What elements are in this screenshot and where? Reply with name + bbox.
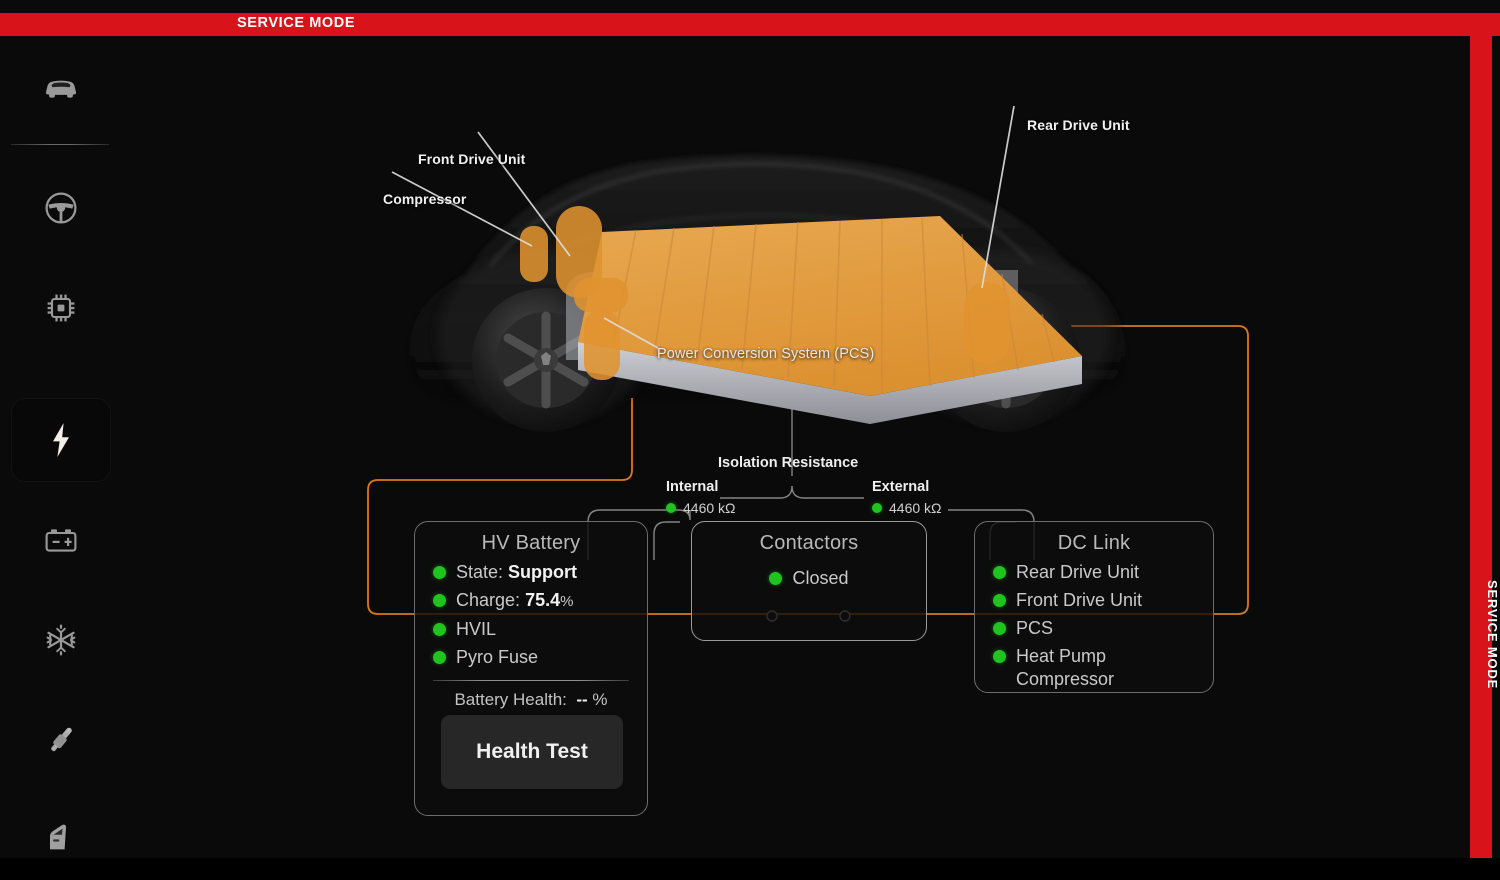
sidebar-item-thermal[interactable] — [11, 598, 111, 682]
sidebar-item-low-voltage[interactable] — [11, 498, 111, 582]
dc-pcs-status-dot — [993, 621, 1006, 635]
hv-charge-value: 75.4 — [525, 589, 561, 610]
battery-12v-icon — [43, 526, 79, 554]
panel-connector-lines — [587, 408, 1035, 560]
car-icon — [41, 74, 81, 100]
lightning-bolt-icon — [50, 422, 72, 458]
hv-state-value: Support — [508, 561, 578, 582]
dc-link-item-pcs: PCS — [975, 614, 1213, 642]
vehicle-diagram — [370, 60, 1160, 480]
hv-battery-row-state: State: Support — [415, 558, 647, 586]
highlight-front-drive-unit — [556, 206, 602, 298]
dc-link-item-rear-drive-unit: Rear Drive Unit — [975, 558, 1213, 586]
service-mode-right-label: SERVICE MODE — [1485, 580, 1500, 690]
battery-health-unit: % — [592, 690, 608, 709]
callout-front-drive-unit: Front Drive Unit — [418, 151, 526, 167]
isolation-internal-value: 4460 kΩ — [683, 500, 736, 516]
hv-charge-unit: % — [560, 592, 574, 610]
callout-compressor: Compressor — [383, 191, 467, 207]
hv-charge-status-dot — [433, 593, 446, 607]
sidebar-item-body[interactable] — [11, 796, 111, 880]
contactors-state-row: Closed — [692, 558, 926, 593]
contactors-status-dot — [769, 572, 783, 585]
dc-link-item-heat-pump-compressor: Heat Pump Compressor — [975, 642, 1213, 693]
hv-battery-row-hvil: HVIL — [415, 615, 647, 643]
sidebar-item-electronics[interactable] — [11, 266, 111, 350]
hv-state-status-dot — [433, 565, 446, 579]
hv-hvil-label: HVIL — [456, 618, 497, 639]
hv-battery-title: HV Battery — [481, 532, 581, 554]
dc-front-label: Front Drive Unit — [1016, 589, 1143, 610]
sidebar-item-chassis[interactable] — [11, 166, 111, 250]
car-door-icon — [44, 823, 78, 853]
snowflake-icon — [44, 623, 78, 657]
callout-pcs: Power Conversion System (PCS) — [657, 346, 875, 362]
dc-heatpump-status-dot — [993, 649, 1006, 663]
contactors-title: Contactors — [759, 532, 859, 554]
highlight-pcs — [584, 310, 620, 380]
isolation-resistance-title: Isolation Resistance — [718, 455, 859, 471]
sidebar — [0, 36, 122, 858]
sidebar-divider — [11, 144, 109, 145]
sidebar-item-vehicle[interactable] — [11, 45, 111, 129]
battery-health-readout: Battery Health: -- % — [415, 681, 647, 710]
contactors-panel: Contactors Closed — [691, 521, 927, 641]
highlight-rear-drive-unit — [964, 282, 1010, 364]
chip-icon — [45, 292, 77, 324]
dc-link-panel: DC Link Rear Drive Unit Front Drive Unit… — [974, 521, 1214, 693]
hv-pyro-status-dot — [433, 650, 446, 664]
isolation-internal: Internal 4460 kΩ — [666, 479, 736, 516]
isolation-internal-label: Internal — [666, 479, 719, 495]
contactors-state-value: Closed — [792, 568, 849, 588]
hv-battery-divider — [433, 680, 629, 681]
hv-charge-label: Charge: — [456, 589, 521, 610]
hv-pyro-label: Pyro Fuse — [456, 646, 539, 667]
hv-battery-row-charge: Charge: 75.4% — [415, 586, 647, 615]
service-mode-top-banner — [0, 13, 1500, 36]
isolation-external: External 4460 kΩ — [872, 479, 942, 516]
isolation-external-status-dot — [872, 503, 882, 513]
dc-pcs-label: PCS — [1016, 617, 1054, 638]
battery-health-value: -- — [576, 690, 588, 709]
steering-wheel-icon — [44, 191, 78, 225]
hv-state-label: State: — [456, 561, 504, 582]
health-test-button[interactable]: Health Test — [441, 715, 623, 789]
callout-rear-drive-unit: Rear Drive Unit — [1027, 117, 1130, 133]
battery-health-label: Battery Health: — [454, 690, 567, 709]
dc-rear-label: Rear Drive Unit — [1016, 561, 1140, 582]
dc-rear-status-dot — [993, 565, 1006, 579]
highlight-compressor — [520, 226, 548, 282]
hv-battery-row-pyro-fuse: Pyro Fuse — [415, 643, 647, 671]
dc-link-item-front-drive-unit: Front Drive Unit — [975, 586, 1213, 614]
sidebar-item-high-voltage[interactable] — [11, 398, 111, 482]
service-mode-right-banner — [1470, 36, 1492, 858]
dc-front-status-dot — [993, 593, 1006, 607]
dc-link-title: DC Link — [1057, 532, 1131, 554]
dc-heatpump-label: Heat Pump Compressor — [1016, 645, 1115, 689]
isolation-external-value: 4460 kΩ — [889, 500, 942, 516]
isolation-internal-status-dot — [666, 503, 676, 513]
isolation-external-label: External — [872, 479, 930, 495]
sidebar-item-suspension[interactable] — [11, 698, 111, 782]
shock-absorber-icon — [45, 724, 77, 756]
hv-hvil-status-dot — [433, 622, 446, 636]
hv-battery-panel: HV Battery State: Support Charge: 75.4% … — [414, 521, 648, 816]
service-mode-top-label: SERVICE MODE — [237, 15, 356, 31]
